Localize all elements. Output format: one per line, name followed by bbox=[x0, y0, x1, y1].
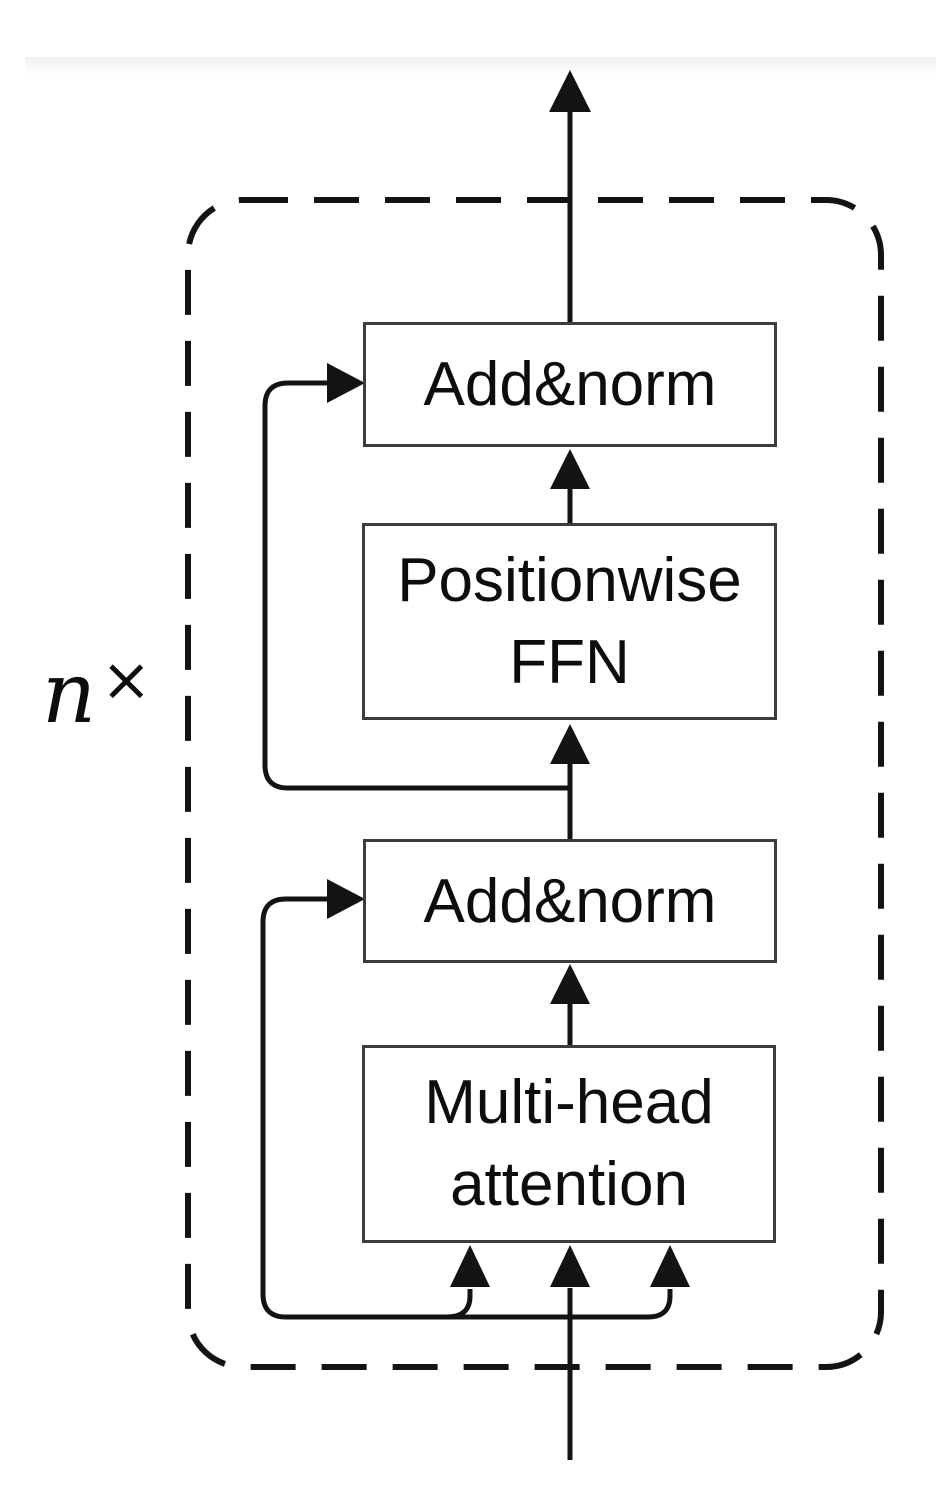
dashed-repeat-boundary bbox=[185, 197, 884, 1370]
block-label: Add&norm bbox=[423, 866, 717, 936]
input-left-branch bbox=[446, 1289, 473, 1320]
input-right-arrowhead bbox=[650, 1245, 690, 1287]
block-label-line1: Multi-head bbox=[424, 1068, 714, 1138]
multi-head-attention-block: Multi-head attention bbox=[362, 1045, 776, 1243]
add-norm-block-top: Add&norm bbox=[363, 322, 777, 447]
times-operator: × bbox=[101, 645, 152, 715]
repeat-count-label: n× bbox=[42, 650, 151, 735]
input-center-arrowhead bbox=[550, 1245, 590, 1287]
repeat-variable: n bbox=[42, 644, 97, 742]
residual-connection-upper bbox=[262, 380, 570, 791]
add-norm-block-lower: Add&norm bbox=[363, 839, 777, 963]
residual-lower-arrowhead bbox=[327, 879, 365, 919]
block-label-line2: attention bbox=[450, 1150, 688, 1219]
block-label-line2: FFN bbox=[509, 627, 630, 697]
addnorm2-to-ffn-arrowhead bbox=[550, 724, 590, 764]
output-arrowhead bbox=[549, 70, 591, 112]
input-left-arrowhead bbox=[450, 1245, 490, 1287]
ffn-to-addnorm-arrowhead bbox=[550, 449, 590, 489]
page-separator-band bbox=[25, 57, 936, 75]
positionwise-ffn-block: Positionwise FFN bbox=[362, 523, 777, 720]
residual-connection-lower bbox=[260, 896, 673, 1320]
mha-to-addnorm2-arrowhead bbox=[550, 964, 590, 1004]
residual-upper-arrowhead bbox=[327, 363, 365, 403]
block-label: Add&norm bbox=[423, 350, 717, 419]
block-label-line1: Positionwise bbox=[397, 545, 742, 615]
